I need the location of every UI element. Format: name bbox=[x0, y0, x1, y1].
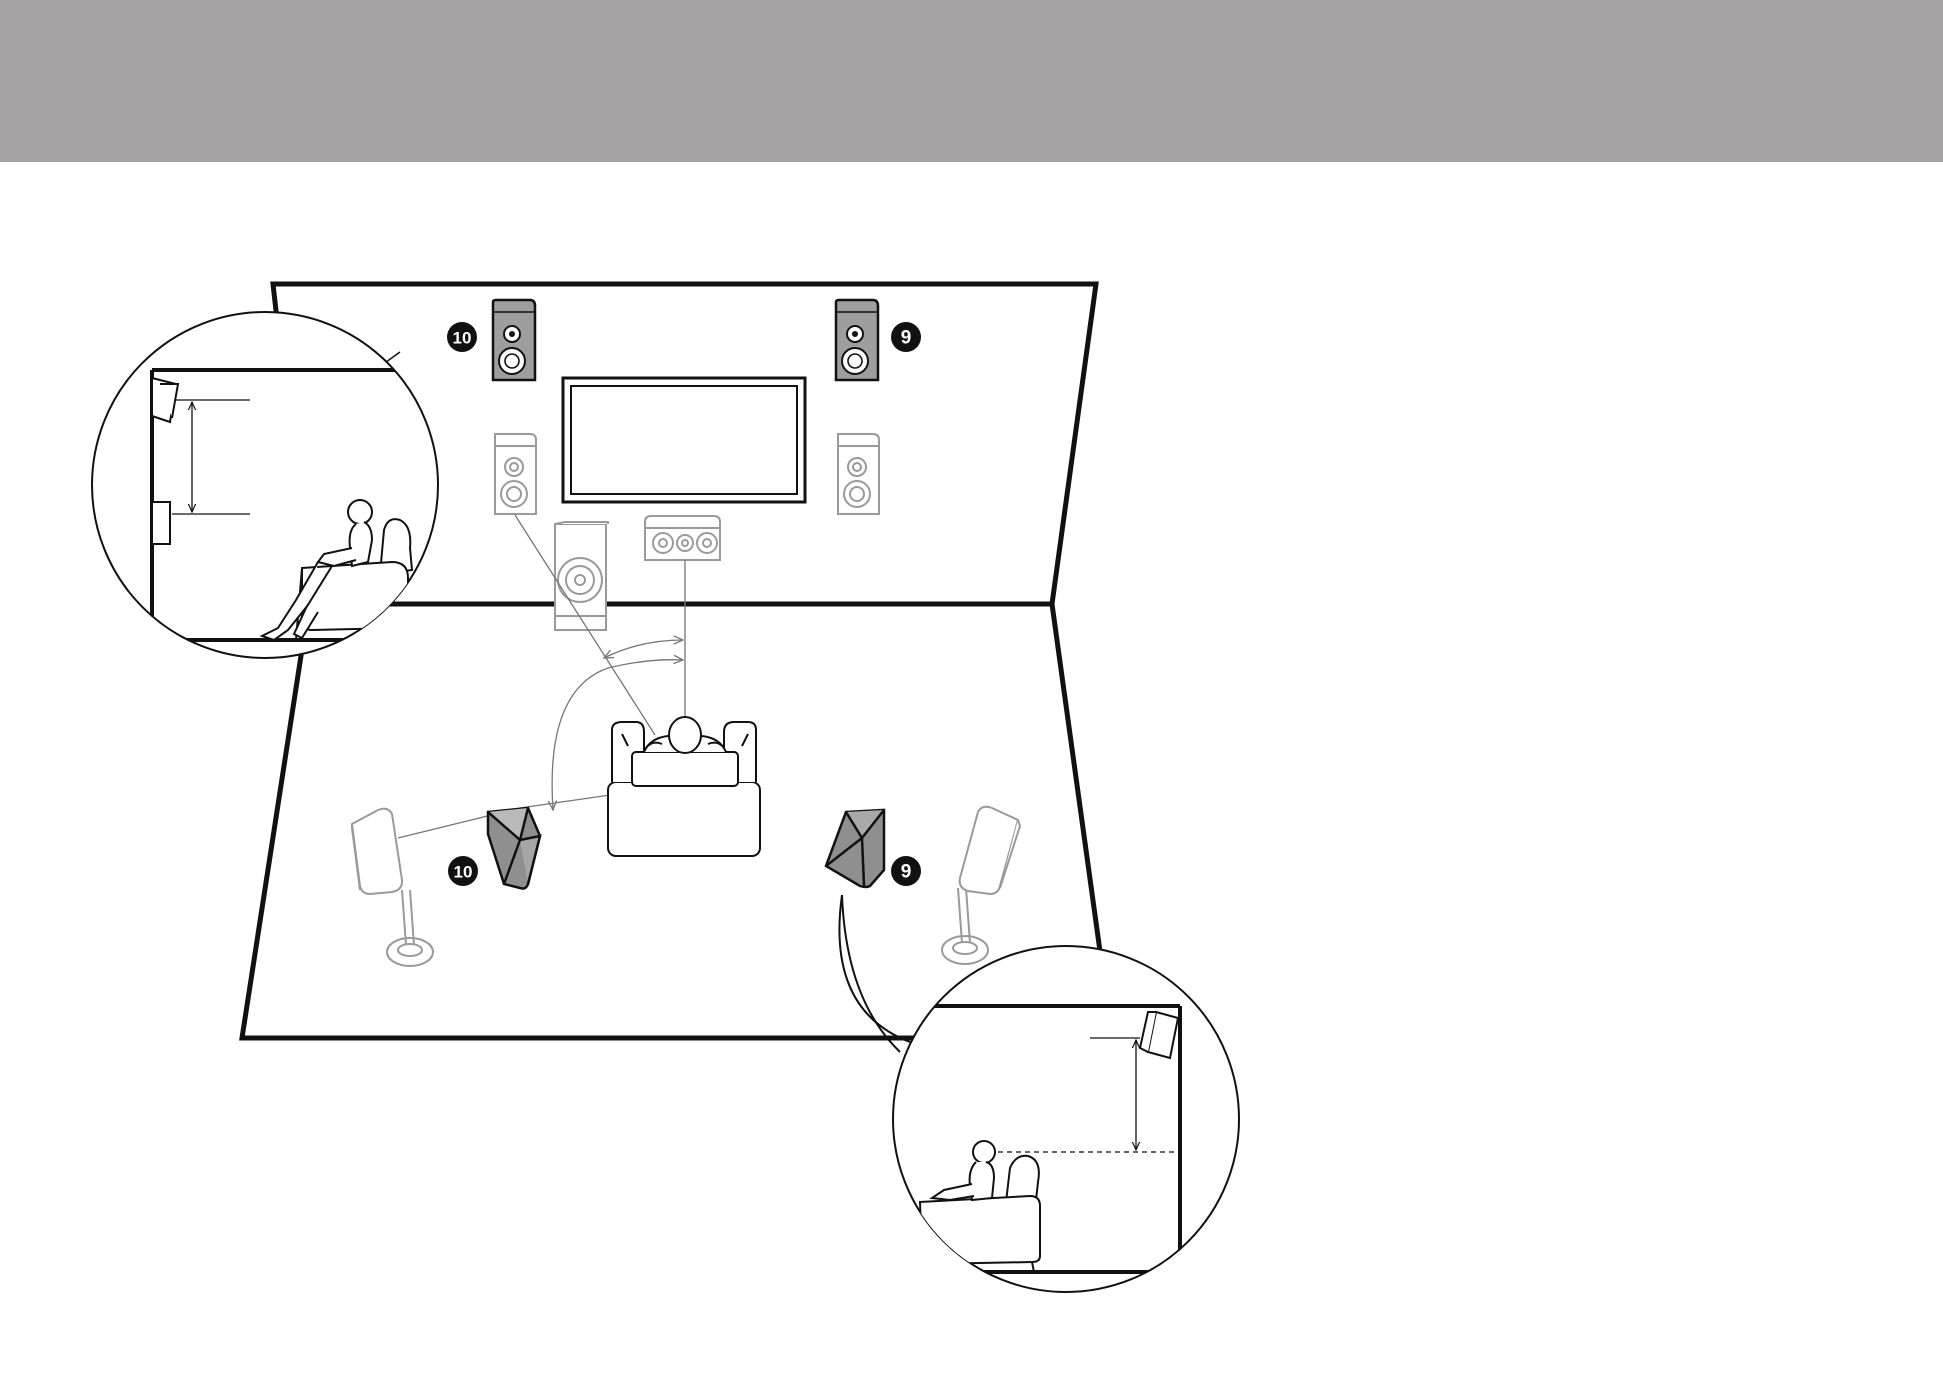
center-speaker bbox=[645, 516, 720, 560]
svg-text:9: 9 bbox=[901, 328, 912, 349]
svg-text:10: 10 bbox=[454, 863, 473, 882]
badge-front-high-right: 9 bbox=[891, 322, 921, 352]
svg-text:9: 9 bbox=[901, 862, 912, 883]
badge-front-high-left: 10 bbox=[447, 322, 477, 352]
badge-surround-back-right: 9 bbox=[891, 856, 921, 886]
front-left-speaker bbox=[495, 434, 536, 514]
listening-sofa bbox=[608, 717, 760, 856]
badge-surround-back-left: 10 bbox=[448, 856, 478, 886]
svg-text:10: 10 bbox=[453, 329, 472, 348]
front-right-speaker bbox=[838, 434, 879, 514]
front-high-right-speaker bbox=[836, 300, 878, 380]
subwoofer bbox=[555, 522, 608, 630]
tv-screen bbox=[563, 378, 805, 502]
front-high-left-speaker bbox=[493, 300, 535, 380]
